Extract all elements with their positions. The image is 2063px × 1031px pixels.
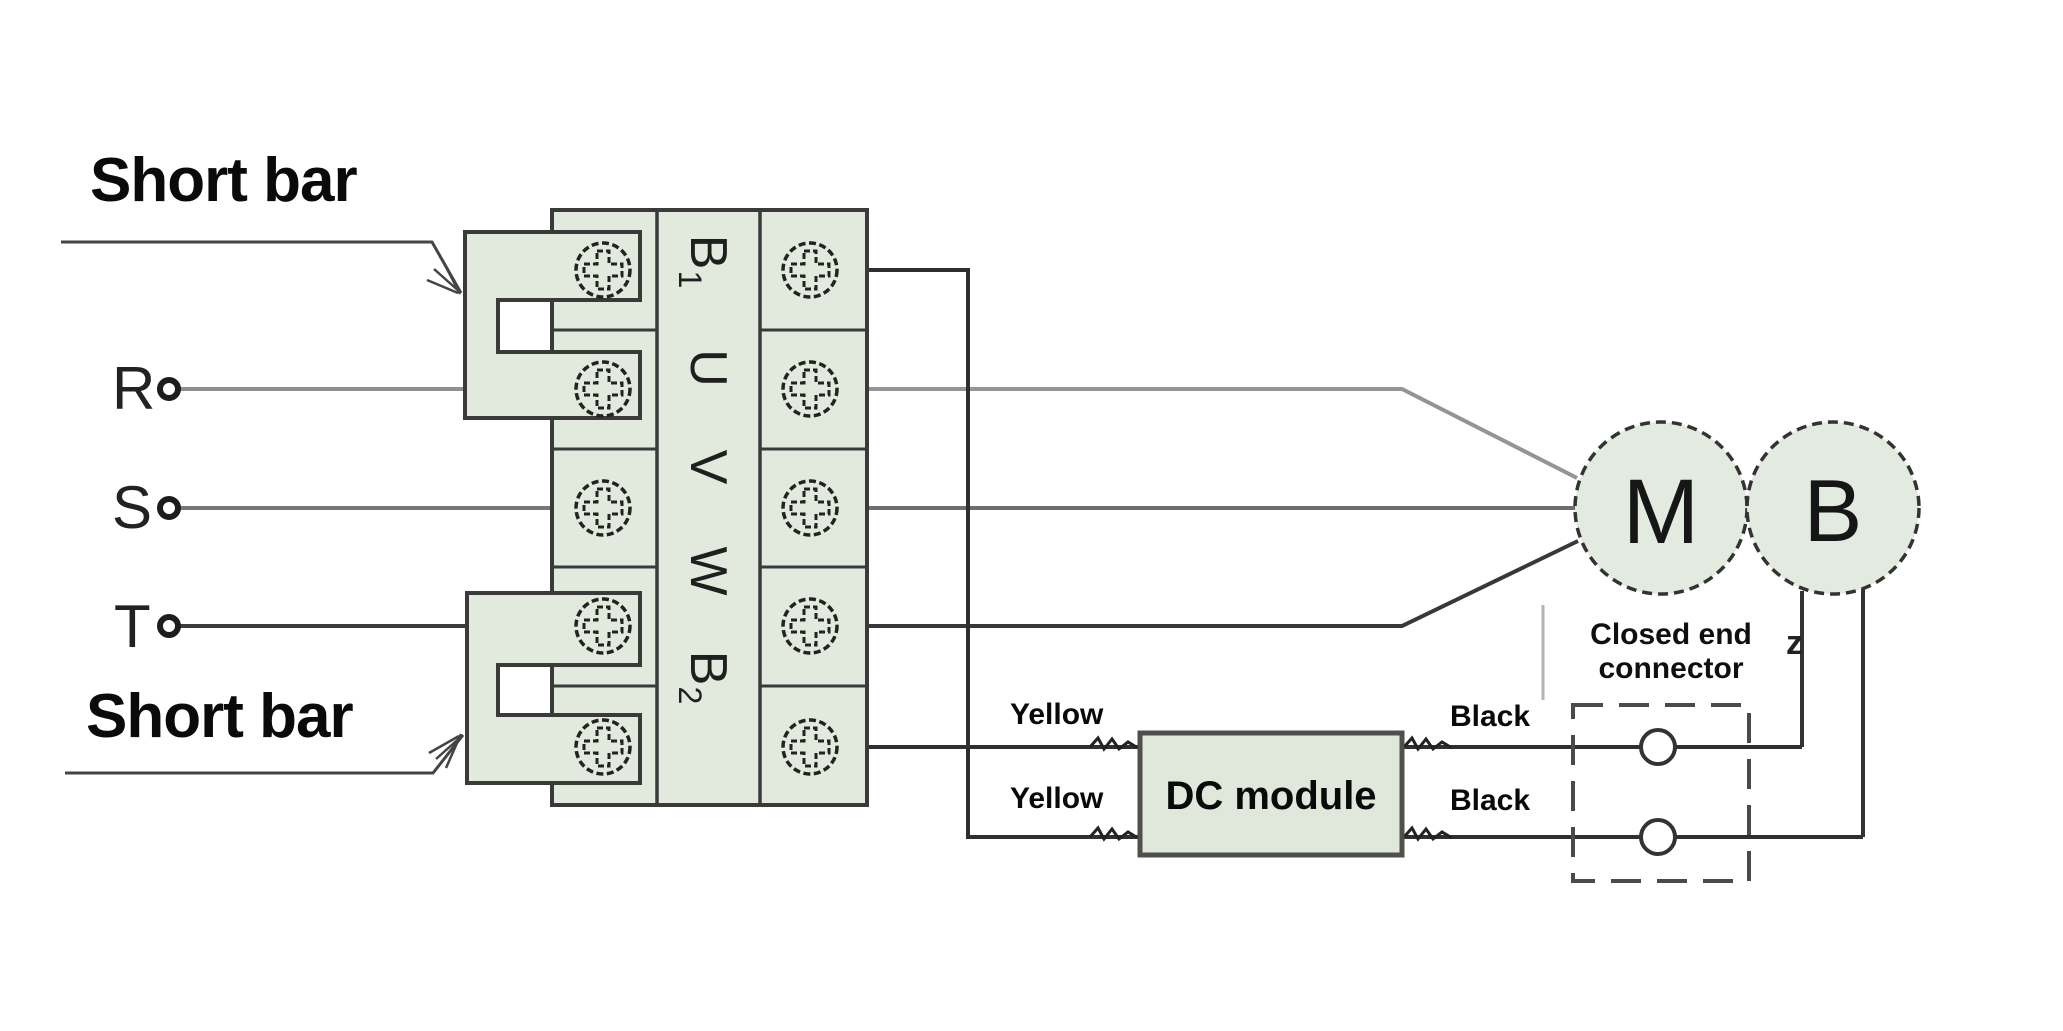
dc-module-box: [1137, 730, 1405, 858]
phase-label-r: R: [112, 355, 156, 422]
short-bar-top-label: Short bar: [90, 146, 358, 215]
screw-icon-b2-left: [574, 718, 632, 776]
closed-end-connector: [1571, 703, 1751, 883]
yellow-label-top: Yellow: [1010, 698, 1104, 731]
brake-letter: B: [1803, 461, 1863, 560]
black-label-top: Black: [1450, 700, 1531, 733]
wire-u-to-motor: [838, 387, 1578, 480]
terminal-subscript: 1: [672, 270, 708, 289]
motor-wires: [838, 387, 1579, 628]
dc-wires: [838, 268, 1140, 841]
yellow-label-bottom: Yellow: [1010, 782, 1104, 815]
terminal-label-b2: B2: [672, 650, 737, 704]
terminal-label-b1: B1: [672, 234, 737, 288]
closed-end-connector-label: Closed end connector: [1590, 618, 1752, 686]
closed-end-connector-line1: Closed end: [1590, 618, 1752, 651]
motor-letter: M: [1622, 461, 1700, 563]
dc-module-label: DC module: [1165, 774, 1377, 818]
connector-circle-bottom: [1639, 818, 1677, 856]
leader-top: [61, 240, 463, 295]
wire-b1-to-dc: [838, 268, 1140, 839]
black-label-bottom: Black: [1450, 784, 1531, 817]
phase-label-t: T: [114, 593, 151, 660]
terminal-dot-r: [157, 377, 181, 401]
terminal-letter: B: [679, 650, 737, 686]
screw-icon-u-right: [781, 360, 839, 418]
terminal-letter: V: [679, 449, 737, 485]
artifact-z-glyph: z: [1786, 624, 1803, 662]
screw-icon-b1-right: [781, 241, 839, 299]
screw-icon-u-left: [574, 360, 632, 418]
screw-icon-b1-left: [574, 241, 632, 299]
terminal-label-w: W: [679, 546, 737, 596]
short-bar-bottom-label: Short bar: [86, 682, 354, 751]
black-wires: [1402, 589, 1865, 841]
screw-icon-v-left: [574, 479, 632, 537]
closed-end-connector-line2: connector: [1598, 652, 1744, 685]
terminal-label-v: V: [679, 449, 737, 485]
terminal-subscript: 2: [672, 686, 708, 705]
phase-label-s: S: [112, 474, 153, 541]
screw-icon-w-left: [574, 597, 632, 655]
leader-bottom: [65, 733, 465, 775]
screw-icon-v-right: [781, 479, 839, 537]
screw-icon-b2-right: [781, 718, 839, 776]
terminal-dot-t: [157, 614, 181, 638]
terminal-letter: U: [679, 349, 737, 387]
terminal-letter: B: [679, 234, 737, 270]
connector-circle-top: [1639, 728, 1677, 766]
screw-icon-w-right: [781, 597, 839, 655]
terminal-dot-s: [157, 496, 181, 520]
wire-w-to-motor: [838, 539, 1579, 628]
closed-end-connector-box: [1571, 703, 1751, 883]
brake-circle: [1745, 420, 1921, 596]
terminal-letter: W: [679, 546, 737, 596]
terminal-label-u: U: [679, 349, 737, 387]
